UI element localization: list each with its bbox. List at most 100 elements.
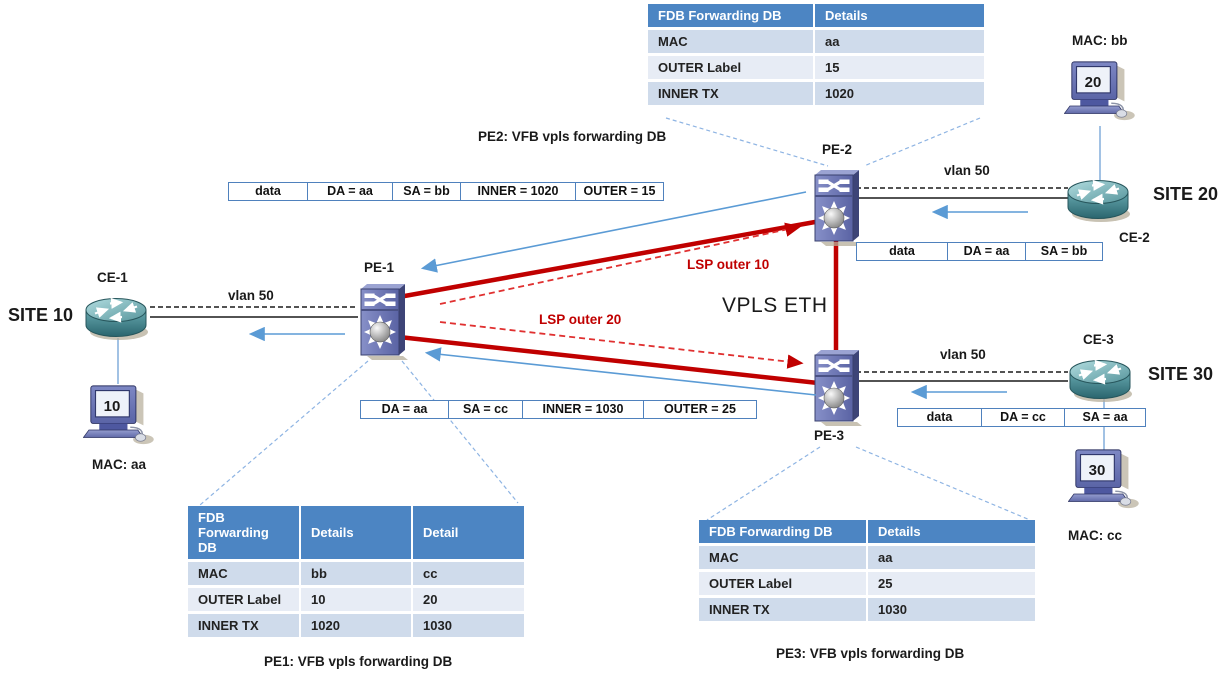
fdb-pe3-header: Details bbox=[867, 520, 1035, 546]
table-row: INNER TX 1030 bbox=[699, 596, 1035, 624]
pe3-router-icon bbox=[815, 350, 862, 426]
lsp-outer-20-label: LSP outer 20 bbox=[539, 312, 622, 327]
lsp-outer-10-label: LSP outer 10 bbox=[687, 257, 770, 272]
table-row: INNER TX 1020 1030 bbox=[188, 612, 524, 640]
packet-cell: SA = bb bbox=[1040, 244, 1088, 258]
packet-cell: OUTER = 25 bbox=[664, 402, 736, 416]
packet-cell: OUTER = 15 bbox=[583, 184, 656, 198]
fdb-cell: INNER TX bbox=[699, 596, 868, 624]
callout-pe1-table-left bbox=[199, 360, 369, 506]
pc10-screen-number: 10 bbox=[103, 398, 121, 415]
packet-cell: DA = aa bbox=[948, 243, 1026, 260]
callout-pe3-table-left bbox=[706, 446, 821, 521]
fdb-pe1-header: Details bbox=[300, 506, 413, 562]
fdb-cell: 15 bbox=[814, 54, 984, 82]
traffic-arrow-pe2-to-pe1 bbox=[420, 191, 807, 273]
fdb-cell: cc bbox=[412, 560, 524, 588]
lsp-outer-10-arrow bbox=[439, 222, 802, 305]
packet-frame-pe1-to-pe2: data DA = aa SA = bb INNER = 1020 OUTER … bbox=[228, 182, 664, 201]
fdb-pe1-caption: PE1: VFB vpls forwarding DB bbox=[264, 654, 453, 669]
vlan-ce1-pe1-label: vlan 50 bbox=[228, 288, 274, 303]
fdb-cell: 1030 bbox=[412, 612, 524, 640]
fdb-cell: INNER TX bbox=[648, 80, 815, 108]
packet-cell: SA = aa bbox=[1082, 410, 1128, 424]
fdb-pe1-header: Detail bbox=[412, 506, 524, 562]
vlan-pe2-ce2-label: vlan 50 bbox=[944, 163, 990, 178]
packet-cell: INNER = 1030 bbox=[523, 401, 644, 418]
fdb-pe3-header: FDB Forwarding DB bbox=[699, 520, 868, 546]
fdb-table-pe1: FDB Forwarding DB Details Detail MAC bb … bbox=[188, 506, 524, 640]
fdb-cell: 10 bbox=[300, 586, 413, 614]
table-row: OUTER Label 10 20 bbox=[188, 586, 524, 614]
pc10-mac-label: MAC: aa bbox=[92, 457, 147, 472]
packet-cell: SA = bb bbox=[393, 183, 461, 200]
fdb-cell: 1030 bbox=[867, 596, 1035, 624]
fdb-pe2-caption: PE2: VFB vpls forwarding DB bbox=[478, 129, 667, 144]
vpls-core-title: VPLS ETH bbox=[722, 294, 828, 317]
table-row: OUTER Label 25 bbox=[699, 570, 1035, 598]
lsp-outer-20-arrow bbox=[439, 321, 804, 369]
fdb-cell: 25 bbox=[867, 570, 1035, 598]
fdb-cell: aa bbox=[814, 28, 984, 56]
ce3-router-icon bbox=[1070, 361, 1132, 403]
ce2-router-icon bbox=[1068, 181, 1130, 223]
pe1-router-icon bbox=[361, 284, 408, 360]
packet-cell: data bbox=[229, 183, 308, 200]
callout-pe2-table-right bbox=[863, 117, 981, 167]
packet-frame-pe2-to-ce2: data DA = aa SA = bb bbox=[856, 242, 1103, 261]
table-row: OUTER Label 15 bbox=[648, 54, 984, 82]
pc30-screen-number: 30 bbox=[1088, 462, 1106, 479]
ce3-label: CE-3 bbox=[1083, 332, 1114, 347]
pe2-label: PE-2 bbox=[822, 142, 853, 157]
fdb-cell: OUTER Label bbox=[648, 54, 815, 82]
pe1-label: PE-1 bbox=[364, 260, 395, 275]
fdb-pe2-header: FDB Forwarding DB bbox=[648, 4, 815, 30]
fdb-cell: 1020 bbox=[300, 612, 413, 640]
fdb-pe2-header: Details bbox=[814, 4, 984, 30]
packet-cell: INNER = 1020 bbox=[461, 183, 576, 200]
packet-frame-pe3-to-pe1: DA = aa SA = cc INNER = 1030 OUTER = 25 bbox=[360, 400, 757, 419]
table-row: MAC bb cc bbox=[188, 560, 524, 588]
fdb-table-pe2: FDB Forwarding DB Details MAC aa OUTER L… bbox=[648, 4, 984, 108]
callout-pe3-table-right bbox=[855, 446, 1031, 521]
packet-cell: DA = aa bbox=[308, 183, 393, 200]
vlan-pe3-ce3-label: vlan 50 bbox=[940, 347, 986, 362]
fdb-cell: OUTER Label bbox=[188, 586, 301, 614]
fdb-cell: MAC bbox=[699, 544, 868, 572]
pseudowire-pe1-pe2 bbox=[398, 219, 816, 300]
fdb-cell: aa bbox=[867, 544, 1035, 572]
pe3-label: PE-3 bbox=[814, 428, 845, 443]
table-row: INNER TX 1020 bbox=[648, 80, 984, 108]
packet-cell: DA = aa bbox=[361, 401, 449, 418]
packet-cell: data bbox=[857, 243, 948, 260]
table-row: MAC aa bbox=[699, 544, 1035, 572]
site30-label: SITE 30 bbox=[1148, 364, 1214, 384]
fdb-cell: MAC bbox=[188, 560, 301, 588]
site20-label: SITE 20 bbox=[1153, 184, 1219, 204]
fdb-cell: bb bbox=[300, 560, 413, 588]
fdb-pe1-header: FDB Forwarding DB bbox=[188, 506, 301, 562]
packet-cell: SA = cc bbox=[449, 401, 523, 418]
pseudowire-pe1-pe3 bbox=[398, 334, 819, 386]
fdb-cell: MAC bbox=[648, 28, 815, 56]
fdb-pe3-caption: PE3: VFB vpls forwarding DB bbox=[776, 646, 965, 661]
fdb-cell: INNER TX bbox=[188, 612, 301, 640]
pc30-mac-label: MAC: cc bbox=[1068, 528, 1123, 543]
packet-cell: data bbox=[898, 409, 982, 426]
site10-label: SITE 10 bbox=[8, 305, 74, 325]
ce2-label: CE-2 bbox=[1119, 230, 1150, 245]
callout-pe2-table-left bbox=[665, 117, 829, 167]
traffic-arrow-pe3-to-pe1 bbox=[424, 347, 817, 396]
packet-frame-ce3-to-pe3: data DA = cc SA = aa bbox=[897, 408, 1146, 427]
fdb-cell: 20 bbox=[412, 586, 524, 614]
packet-cell: DA = cc bbox=[982, 409, 1065, 426]
ce1-router-icon bbox=[86, 299, 148, 341]
ce1-label: CE-1 bbox=[97, 270, 128, 285]
pc20-screen-number: 20 bbox=[1084, 74, 1102, 91]
fdb-table-pe3: FDB Forwarding DB Details MAC aa OUTER L… bbox=[699, 520, 1035, 624]
callout-pe1-table-right bbox=[401, 360, 519, 504]
fdb-cell: OUTER Label bbox=[699, 570, 868, 598]
fdb-cell: 1020 bbox=[814, 80, 984, 108]
